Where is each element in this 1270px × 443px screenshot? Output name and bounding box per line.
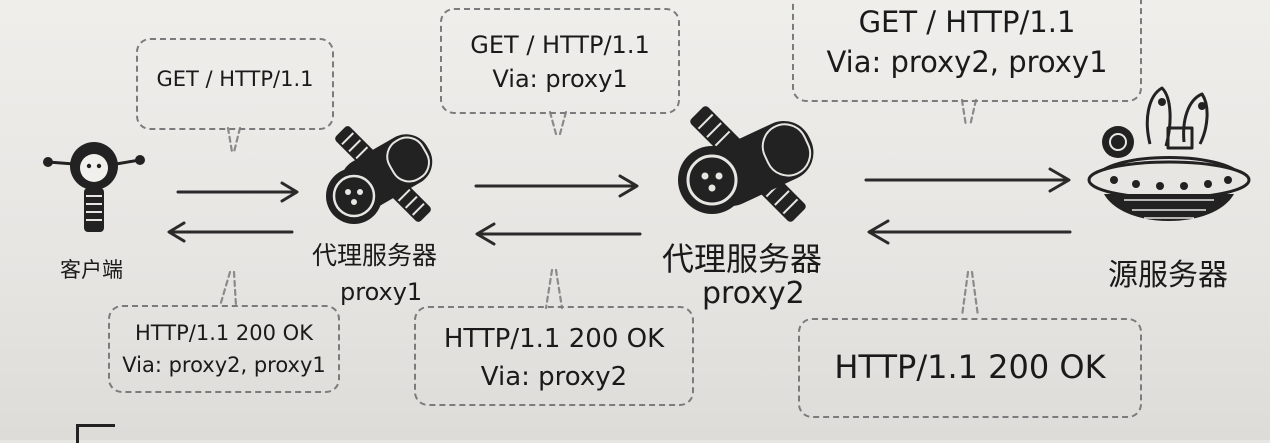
arrow-client-to-proxy1 [176,181,299,203]
proxy1-sublabel: proxy1 [340,278,423,306]
via-header: Via: proxy2, proxy1 [122,353,326,377]
via-header: Via: proxy2 [480,362,628,392]
proxy1-label: 代理服务器 [312,241,438,270]
response-bubble-proxy2-to-proxy1: HTTP/1.1 200 OK Via: proxy2 [414,306,694,406]
pointer-request-3 [960,98,978,128]
request-bubble-proxy1-to-proxy2: GET / HTTP/1.1 Via: proxy1 [440,8,680,114]
response-bubble-proxy1-to-client: HTTP/1.1 200 OK Via: proxy2, proxy1 [108,305,340,393]
status-line: HTTP/1.1 200 OK [834,348,1106,386]
proxy2-icon [678,106,814,222]
pointer-request-2 [548,110,568,136]
proxy1-icon [326,126,433,224]
request-bubble-client-to-proxy1: GET / HTTP/1.1 [136,38,334,130]
origin-server-icon [1087,86,1251,221]
client-icon [43,142,145,232]
response-bubble-origin-to-proxy2: HTTP/1.1 200 OK [798,318,1142,418]
request-line: GET / HTTP/1.1 [156,67,314,91]
request-bubble-proxy2-to-origin: GET / HTTP/1.1 Via: proxy2, proxy1 [792,0,1142,102]
arrow-proxy2-to-proxy1 [475,222,642,246]
status-line: HTTP/1.1 200 OK [135,321,313,345]
pointer-response-3 [960,270,980,318]
arrow-proxy2-to-origin [864,167,1071,193]
page-edge-fragment [76,424,115,443]
request-line: GET / HTTP/1.1 [858,5,1076,39]
origin-server-label: 源服务器 [1108,258,1228,293]
via-header: Via: proxy1 [492,65,628,93]
pointer-response-2 [544,268,564,310]
pointer-request-1 [226,126,242,154]
arrow-origin-to-proxy2 [867,219,1072,245]
status-line: HTTP/1.1 200 OK [443,324,665,354]
proxy2-label: 代理服务器 [662,240,823,278]
pointer-response-1 [218,270,238,308]
arrow-proxy1-to-client [167,221,294,243]
arrow-proxy1-to-proxy2 [474,174,639,198]
request-line: GET / HTTP/1.1 [470,31,650,59]
client-label: 客户端 [60,258,123,282]
via-header: Via: proxy2, proxy1 [826,45,1108,79]
proxy2-sublabel: proxy2 [702,276,805,311]
